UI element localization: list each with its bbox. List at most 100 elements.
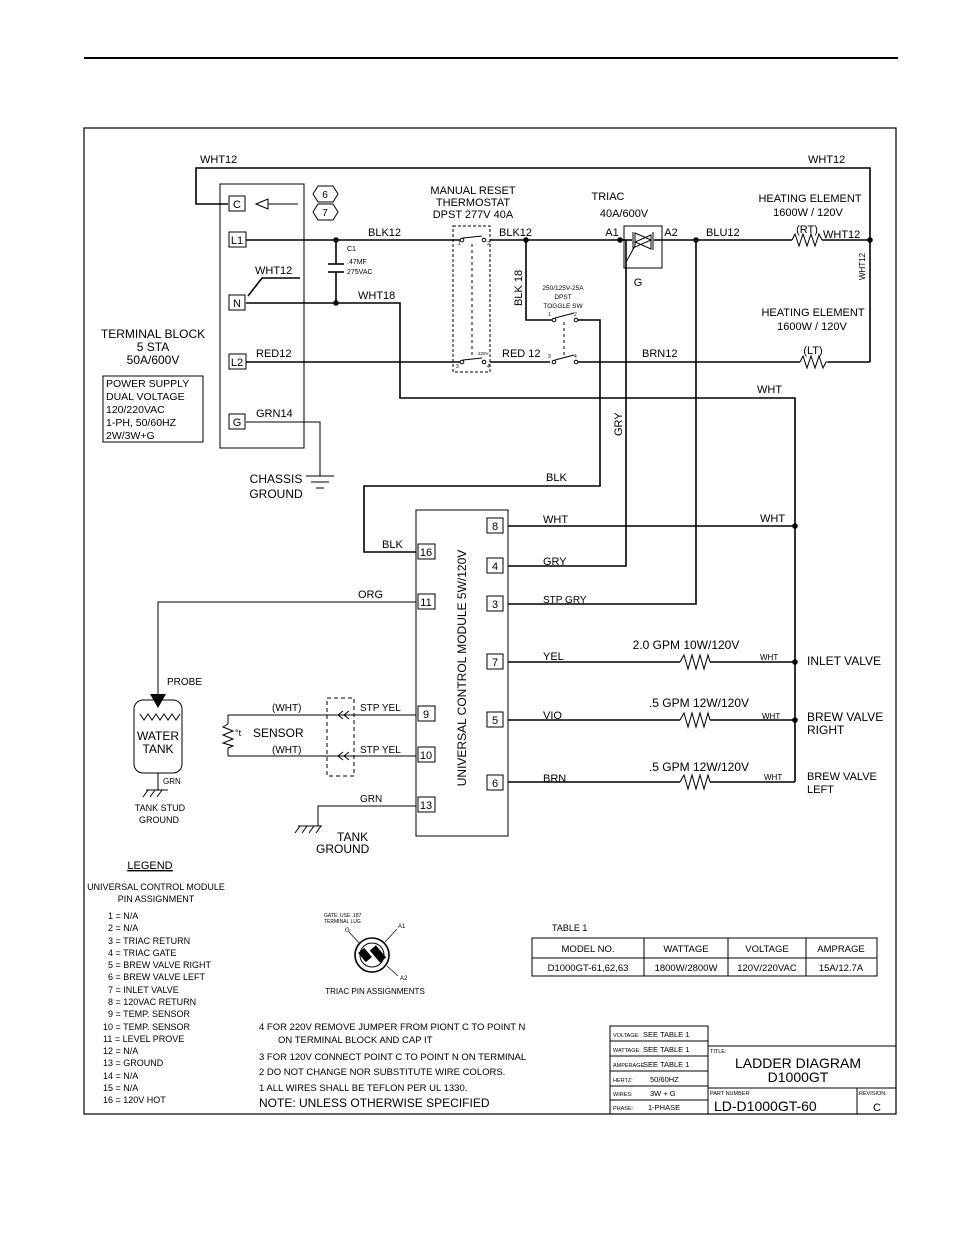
thermostat-pin-3: 3 xyxy=(456,364,459,370)
triac-label-1: TRIAC xyxy=(592,191,625,203)
wire-org-11: ORG xyxy=(358,589,383,601)
spec-key: AMPERAGE: xyxy=(613,1063,646,1069)
wire-wht12-rt: WHT12 xyxy=(823,229,860,241)
wire-grn14: GRN14 xyxy=(256,408,293,420)
triac-pin-a1: A1 xyxy=(398,924,406,930)
wire-blk12-out: BLK12 xyxy=(499,227,532,239)
table1-title: TABLE 1 xyxy=(552,923,587,933)
spec-key: PHASE: xyxy=(613,1106,634,1112)
svg-text:5: 5 xyxy=(492,715,498,727)
probe-arrow-icon xyxy=(150,694,166,708)
svg-text:10: 10 xyxy=(420,750,432,762)
tank-stud-ground-1: TANK STUD xyxy=(135,803,186,813)
wire-brn12: BRN12 xyxy=(642,348,677,360)
legend-item: 8 = 120VAC RETURN xyxy=(108,997,196,1007)
wire-wht-brew-right: WHT xyxy=(762,712,780,721)
module-pin-16: 16 xyxy=(417,543,436,560)
legend-item: 7 = INLET VALVE xyxy=(108,985,179,995)
svg-text:6: 6 xyxy=(492,778,498,790)
toggle-pin-1: 1 xyxy=(548,312,551,318)
part-number: LD-D1000GT-60 xyxy=(714,1098,817,1114)
tank-ground-icon xyxy=(294,825,322,834)
toggle-label-1: 250/125V-25A xyxy=(542,285,584,292)
svg-text:C: C xyxy=(233,199,241,211)
svg-text:L2: L2 xyxy=(231,357,243,369)
wire-grn-13: GRN xyxy=(360,794,382,805)
legend-item: 11 = LEVEL PROVE xyxy=(103,1034,184,1044)
wire-wht12-top-left: WHT12 xyxy=(200,154,237,166)
legend-item: 3 = TRIAC RETURN xyxy=(108,936,190,946)
table1-header: MODEL NO. xyxy=(562,944,615,955)
part-number-key: PART NUMBER: xyxy=(710,1091,751,1097)
wire-wht18: WHT18 xyxy=(358,290,395,302)
brew-left-label-1: BREW VALVE xyxy=(807,771,877,783)
terminal-c: C xyxy=(228,195,246,212)
brew-right-label-2: RIGHT xyxy=(807,723,845,737)
legend-item: 4 = TRIAC GATE xyxy=(108,948,176,958)
drawing-title-1: LADDER DIAGRAM xyxy=(735,1055,861,1071)
legend-subtitle-1: UNIVERSAL CONTROL MODULE xyxy=(87,882,225,892)
thermostat-contacts-icon xyxy=(459,235,487,365)
wire-sensor-wht-1: (WHT) xyxy=(272,703,301,714)
table1-header: AMPRAGE xyxy=(817,944,865,955)
note-2: 2 DO NOT CHANGE NOR SUBSTITUTE WIRE COLO… xyxy=(259,1067,505,1078)
triac-a2: A2 xyxy=(664,227,677,239)
wire-wht-brew-left: WHT xyxy=(764,773,782,782)
triac-box xyxy=(623,225,663,269)
spec-value: 1-PHASE xyxy=(648,1103,680,1112)
triac-pin-a2: A2 xyxy=(400,976,408,982)
toggle-pin-3: 3 xyxy=(548,354,551,360)
legend-item: 12 = N/A xyxy=(103,1046,138,1056)
spec-key: WIRES: xyxy=(613,1092,633,1098)
module-pin-3: 3 xyxy=(486,595,504,612)
brew-right-coil-icon xyxy=(679,711,711,729)
svg-text:N: N xyxy=(233,298,241,310)
inlet-valve-rating: 2.0 GPM 10W/120V xyxy=(633,638,740,652)
table1-cell: 1800W/2800W xyxy=(655,963,718,974)
svg-text:3: 3 xyxy=(492,599,498,611)
toggle-pin-4: 4 xyxy=(574,354,577,360)
svg-text:L1: L1 xyxy=(231,235,243,247)
triac-gate-note-1: GATE: USE .187 xyxy=(324,913,362,919)
heating-lt-label-2: 1600W / 120V xyxy=(777,321,847,333)
revision-value: C xyxy=(873,1102,881,1114)
wire-blk18: BLK 18 xyxy=(513,270,525,306)
wire-stp-gry-3: STP GRY xyxy=(543,595,587,606)
table1-header: WATTAGE xyxy=(663,944,708,955)
wire-vio-5: VIO xyxy=(543,710,562,722)
heating-rt-label-2: 1600W / 120V xyxy=(773,207,843,219)
spec-value: 3W + G xyxy=(650,1089,676,1098)
svg-text:4: 4 xyxy=(492,561,498,573)
terminal-block-sta: 5 STA xyxy=(137,340,169,354)
module-pin-11: 11 xyxy=(417,593,436,610)
chassis-ground-icon xyxy=(306,475,334,489)
water-tank-label-2: TANK xyxy=(142,742,173,756)
triac-pin-caption: TRIAC PIN ASSIGNMENTS xyxy=(325,987,425,996)
brew-left-coil-icon xyxy=(679,773,711,791)
wire-brn-6: BRN xyxy=(543,773,566,785)
jumper-arrow-icon xyxy=(254,198,298,210)
tank-ground-label-1: TANK xyxy=(337,830,368,844)
toggle-pin-2: 2 xyxy=(574,312,577,318)
drawing-title-2: D1000GT xyxy=(768,1069,829,1085)
table1: MODEL NO. WATTAGE VOLTAGE AMPRAGE D1000G… xyxy=(531,937,878,977)
brew-left-label-2: LEFT xyxy=(807,784,834,796)
brew-left-rating: .5 GPM 12W/120V xyxy=(649,760,749,774)
connector-pins-icon xyxy=(337,710,350,761)
spec-key: HERTZ: xyxy=(613,1078,633,1084)
svg-text:13: 13 xyxy=(420,800,432,812)
wire-yel-7: YEL xyxy=(543,651,564,663)
wire-blk12-l1: BLK12 xyxy=(368,227,401,239)
thermostat-pin-1: 1 xyxy=(458,241,461,247)
spec-value: SEE TABLE 1 xyxy=(643,1030,689,1039)
hex-note-7-icon xyxy=(312,203,339,221)
wire-grn-tank: GRN xyxy=(163,777,181,786)
legend-subtitle-2: PIN ASSIGNMENT xyxy=(118,894,195,904)
chassis-ground-label-1: CHASSIS xyxy=(250,472,303,486)
spec-key: VOLTAGE: xyxy=(613,1033,640,1039)
wire-stp-yel-9: STP YEL xyxy=(360,703,401,714)
triac-a1: A1 xyxy=(605,227,618,239)
module-pin-4: 4 xyxy=(486,557,504,574)
probe-label: PROBE xyxy=(167,677,202,688)
terminal-block-rating: 50A/600V xyxy=(127,353,180,367)
